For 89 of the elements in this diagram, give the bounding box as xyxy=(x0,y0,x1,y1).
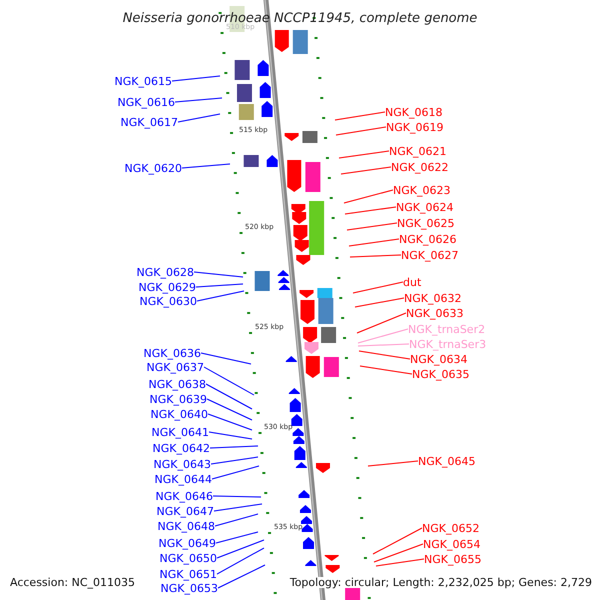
gene-label: NGK_0646 xyxy=(156,490,213,502)
leader-line xyxy=(214,514,258,526)
leader-line xyxy=(196,290,244,302)
gene-label: NGK_0648 xyxy=(158,520,215,532)
leader-line xyxy=(336,126,386,136)
gene-label: NGK_0623 xyxy=(393,184,450,196)
leader-line xyxy=(212,466,260,480)
gene-label: NGK_0644 xyxy=(154,474,212,484)
leader-line xyxy=(182,164,230,168)
leader-line xyxy=(216,532,258,544)
gene-label: NGK_0651 xyxy=(160,568,217,580)
leader-line xyxy=(208,432,252,440)
gene-label: NGK_0620 xyxy=(124,162,182,174)
leader-line xyxy=(208,414,252,430)
leader-line xyxy=(204,366,254,396)
gene-label: NGK_0636 xyxy=(144,348,201,358)
gene-label: NGK_0626 xyxy=(399,234,456,244)
leader-line xyxy=(358,344,410,346)
gene-label: NGK_0641 xyxy=(152,426,209,438)
gene-label: NGK_0655 xyxy=(424,554,482,564)
gene-label: NGK_0654 xyxy=(423,538,480,550)
leader-line xyxy=(338,150,390,158)
gene-label: NGK_trnaSer3 xyxy=(409,338,486,350)
leader-line xyxy=(374,544,424,562)
leader-line xyxy=(218,564,266,588)
leader-line xyxy=(344,206,396,214)
leader-line xyxy=(340,166,392,174)
gene-label: NGK_0647 xyxy=(156,506,214,516)
leader-line xyxy=(376,558,424,566)
leader-line xyxy=(172,76,220,82)
gene-label: NGK_0645 xyxy=(418,456,476,466)
leader-line xyxy=(178,114,220,122)
gene-label: NGK_0627 xyxy=(401,250,458,260)
gene-label: NGK_0621 xyxy=(389,146,446,156)
gene-label: NGK_0633 xyxy=(406,308,464,318)
gene-label: NGK_0617 xyxy=(120,116,178,128)
gene-label: NGK_0619 xyxy=(386,122,444,132)
genome-summary-text: Topology: circular; Length: 2,232,025 bp; Genes: 2,729 xyxy=(290,576,592,588)
leader-line xyxy=(360,366,412,374)
leader-line xyxy=(348,238,400,246)
leader-line xyxy=(194,272,244,278)
gene-label: NGK_0634 xyxy=(410,354,468,364)
leader-line xyxy=(352,282,404,294)
gene-label: NGK_trnaSer2 xyxy=(408,324,486,334)
leader-line xyxy=(212,496,262,498)
leader-line xyxy=(200,352,252,364)
gene-label: NGK_0640 xyxy=(150,408,208,420)
leader-line xyxy=(216,540,264,558)
gene-label: NGK_0632 xyxy=(404,292,462,304)
title: Neisseria gonorrhoeae NCCP11945, complete genome xyxy=(122,12,478,24)
gene-label: NGK_0615 xyxy=(114,76,172,86)
leader-line xyxy=(216,548,264,574)
gene-label: NGK_0629 xyxy=(138,282,196,292)
gene-label: NGK_0618 xyxy=(385,106,442,118)
gene-label: NGK_0652 xyxy=(422,522,480,534)
gene-label: NGK_0649 xyxy=(158,538,216,548)
gene-label: NGK_0638 xyxy=(148,378,206,390)
leader-line xyxy=(372,528,422,554)
gene-label: NGK_0635 xyxy=(412,368,470,380)
leader-line xyxy=(368,460,418,466)
gene-label: NGK_0642 xyxy=(152,442,210,454)
leader-line xyxy=(196,284,244,288)
leader-line xyxy=(350,254,402,258)
gene-label: dut xyxy=(403,276,422,288)
leader-line xyxy=(358,350,410,360)
gene-label: NGK_0650 xyxy=(160,552,217,564)
leader-line xyxy=(346,222,398,230)
gene-label: NGK_0639 xyxy=(150,394,207,404)
leader-line xyxy=(356,312,406,334)
gene-label: NGK_0653 xyxy=(160,582,218,594)
gene-label: NGK_0625 xyxy=(397,218,454,228)
leader-line xyxy=(206,384,252,410)
leader-line xyxy=(174,98,222,102)
leader-line xyxy=(206,398,252,420)
gene-label: NGK_0630 xyxy=(140,296,197,306)
accession-text: Accession: NC_011035 xyxy=(10,576,136,588)
gene-label: NGK_0637 xyxy=(146,362,204,372)
leader-line xyxy=(214,504,262,512)
gene-label: NGK_0622 xyxy=(391,162,448,172)
leader-line xyxy=(334,112,386,120)
leader-line xyxy=(210,446,258,448)
leader-line xyxy=(358,328,408,344)
gene-label: NGK_0628 xyxy=(136,266,194,278)
gene-label: NGK_0643 xyxy=(154,458,211,470)
leader-line xyxy=(354,298,404,308)
gene-label: NGK_0624 xyxy=(396,202,454,212)
gene-label: NGK_0616 xyxy=(118,96,175,108)
leader-line xyxy=(344,190,394,204)
leader-line xyxy=(210,456,258,464)
